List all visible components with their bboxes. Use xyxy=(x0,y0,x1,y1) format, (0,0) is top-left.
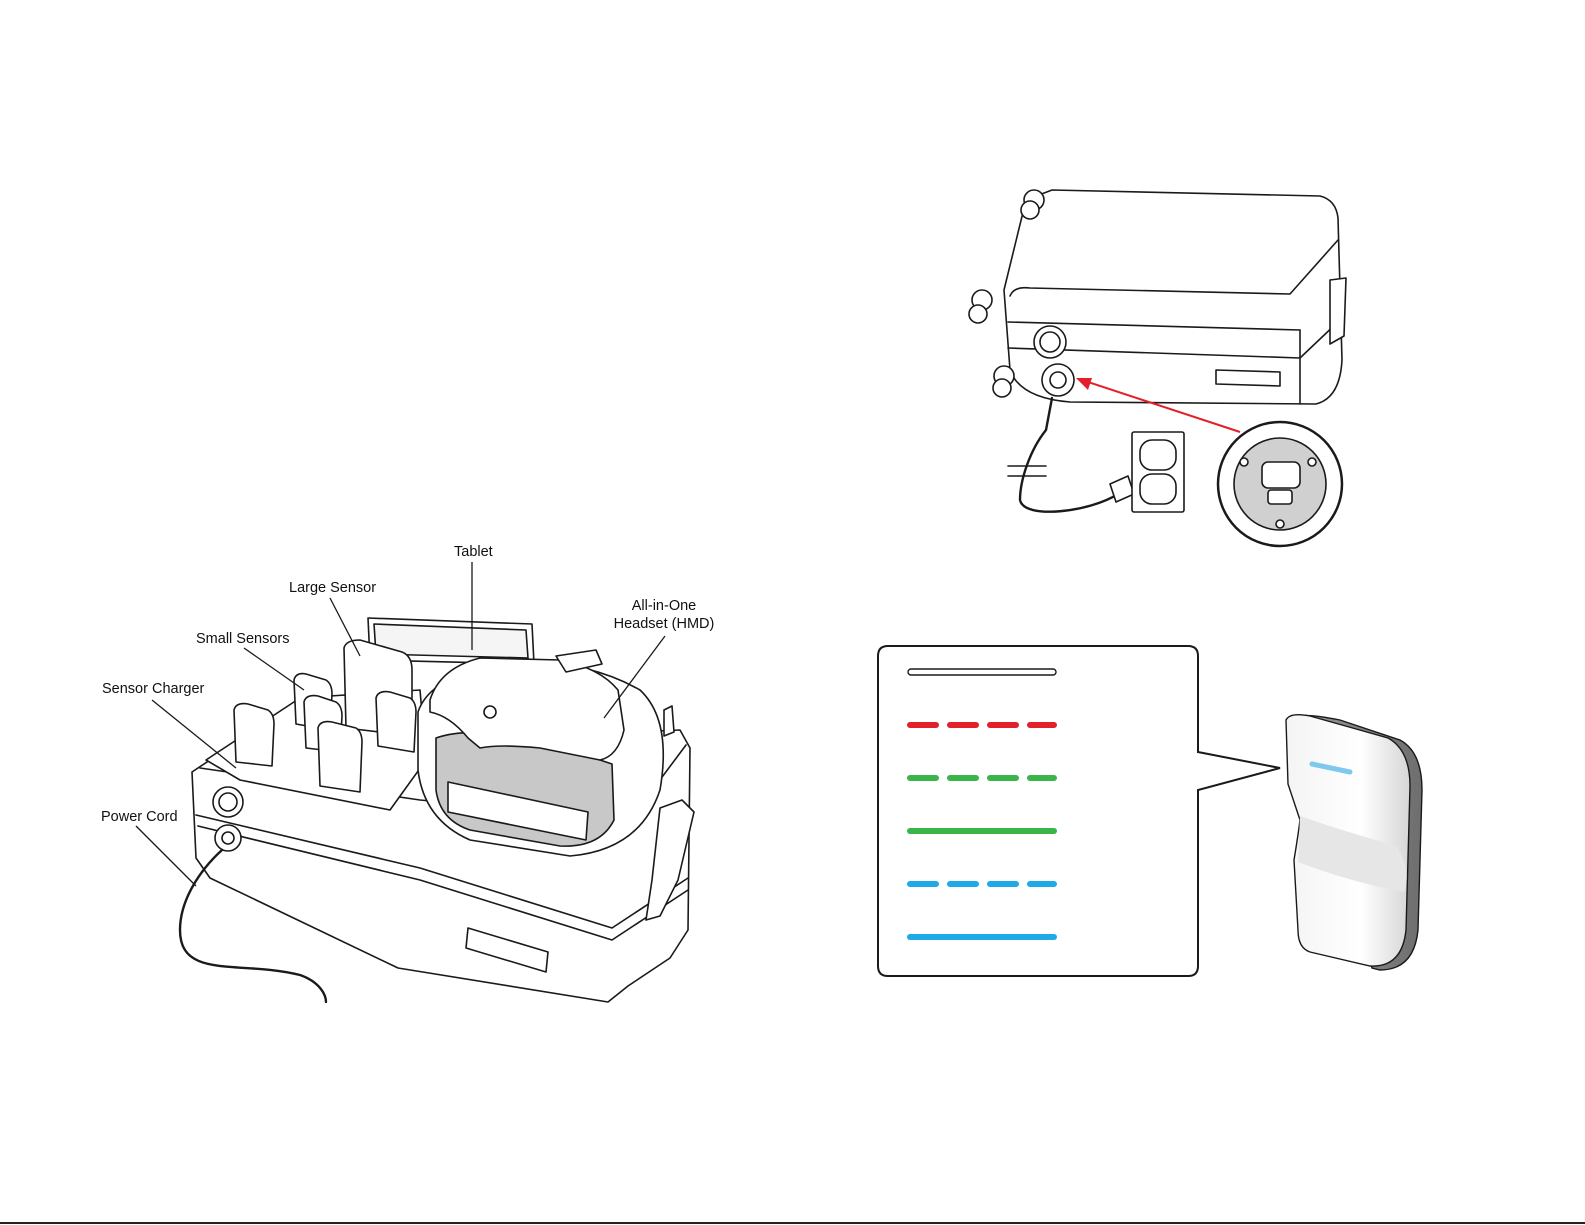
label-headset-line2: Headset (HMD) xyxy=(612,615,716,633)
case-plugged-illustration xyxy=(969,190,1346,546)
leader-small-sensors xyxy=(244,648,304,690)
charging-case-illustration xyxy=(180,618,694,1002)
page-bottom-rule xyxy=(0,1222,1585,1224)
sensor-device-illustration xyxy=(1286,715,1422,970)
label-headset: All-in-One Headset (HMD) xyxy=(612,597,716,633)
status-legend-callout xyxy=(878,646,1280,976)
label-headset-line1: All-in-One xyxy=(612,597,716,615)
legend-line-1 xyxy=(908,669,1056,675)
leader-sensor-charger xyxy=(152,700,236,768)
label-sensor-charger: Sensor Charger xyxy=(102,680,204,698)
label-tablet: Tablet xyxy=(454,543,493,561)
label-power-cord: Power Cord xyxy=(101,808,178,826)
label-small-sensors: Small Sensors xyxy=(196,630,289,648)
leader-power-cord xyxy=(136,826,196,886)
label-large-sensor: Large Sensor xyxy=(289,579,376,597)
